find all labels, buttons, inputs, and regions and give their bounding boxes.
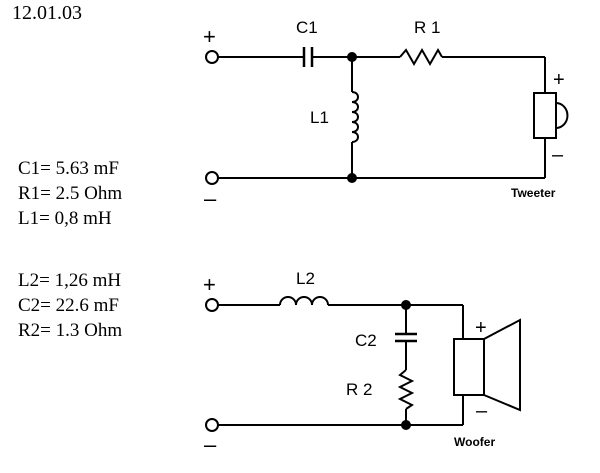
junction-dot [347, 173, 357, 183]
tweeter-labels: + – C1 R 1 L1 + – Tweeter [203, 18, 565, 211]
spec-l2: L2= 1,26 mH [18, 270, 122, 291]
junction-dot [401, 300, 411, 310]
spec-r2: R2= 1.3 Ohm [18, 320, 123, 341]
woofer-input-plus-terminal [205, 298, 219, 312]
tweeter-specs: C1= 5.63 mF R1= 2.5 Ohm L1= 0,8 mH [18, 156, 122, 231]
junction-dot [347, 52, 357, 62]
tweeter-speaker-plus-label: + [553, 69, 565, 91]
woofer-speaker-minus-label: – [476, 400, 488, 422]
tweeter-input-minus-terminal [205, 171, 219, 185]
tweeter-speaker [533, 92, 569, 139]
c2-capacitor [395, 332, 417, 343]
spec-l1: L1= 0,8 mH [18, 208, 112, 229]
spec-c1: C1= 5.63 mF [18, 158, 119, 179]
l2-label: L2 [296, 269, 315, 288]
spec-c2: C2= 22.6 mF [18, 295, 119, 316]
tweeter-input-plus-terminal [205, 50, 219, 64]
tweeter-circuit [205, 47, 569, 185]
c2-label: C2 [355, 331, 377, 350]
tweeter-input-plus-label: + [203, 24, 216, 49]
woofer-labels: + – L2 C2 R 2 + – Woofer [203, 269, 495, 457]
woofer-circuit [205, 296, 521, 432]
l1-label: L1 [310, 108, 329, 127]
tweeter-input-minus-label: – [204, 186, 217, 211]
c1-capacitor [302, 47, 314, 67]
l1-inductor [351, 91, 359, 143]
woofer-input-minus-terminal [205, 418, 219, 432]
woofer-input-minus-label: – [204, 432, 217, 457]
r1-label: R 1 [414, 18, 440, 37]
r2-resistor [397, 369, 415, 410]
l2-inductor [279, 296, 329, 306]
junction-dot [401, 420, 411, 430]
woofer-specs: L2= 1,26 mH C2= 22.6 mF R2= 1.3 Ohm [18, 268, 122, 343]
date-label: 12.01.03 [12, 2, 82, 24]
woofer-speaker [453, 318, 521, 412]
r2-label: R 2 [346, 380, 372, 399]
spec-r1: R1= 2.5 Ohm [18, 183, 123, 204]
c1-label: C1 [296, 18, 318, 37]
tweeter-speaker-minus-label: – [552, 144, 564, 166]
woofer-name-label: Woofer [454, 435, 495, 449]
woofer-input-plus-label: + [203, 272, 216, 297]
tweeter-name-label: Tweeter [511, 186, 556, 200]
r1-resistor [399, 47, 443, 67]
woofer-speaker-plus-label: + [475, 317, 487, 339]
